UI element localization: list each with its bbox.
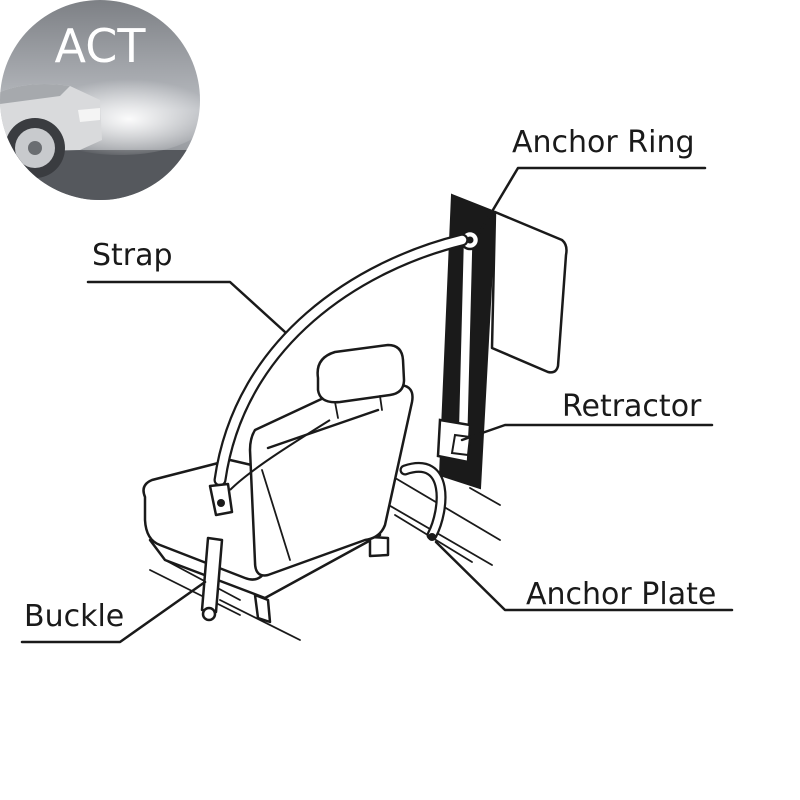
label-strap: Strap bbox=[92, 238, 173, 273]
label-anchor-plate: Anchor Plate bbox=[526, 577, 716, 612]
brand-logo: ACT bbox=[0, 0, 210, 200]
logo-text: ACT bbox=[55, 19, 147, 73]
lower-belt-loop bbox=[405, 467, 441, 541]
car-seat bbox=[144, 345, 413, 622]
label-buckle: Buckle bbox=[24, 599, 124, 634]
label-anchor-ring: Anchor Ring bbox=[512, 125, 695, 160]
label-retractor: Retractor bbox=[562, 389, 702, 424]
callout-strap bbox=[88, 282, 285, 332]
callout-retractor bbox=[462, 425, 712, 440]
side-window bbox=[492, 212, 567, 372]
